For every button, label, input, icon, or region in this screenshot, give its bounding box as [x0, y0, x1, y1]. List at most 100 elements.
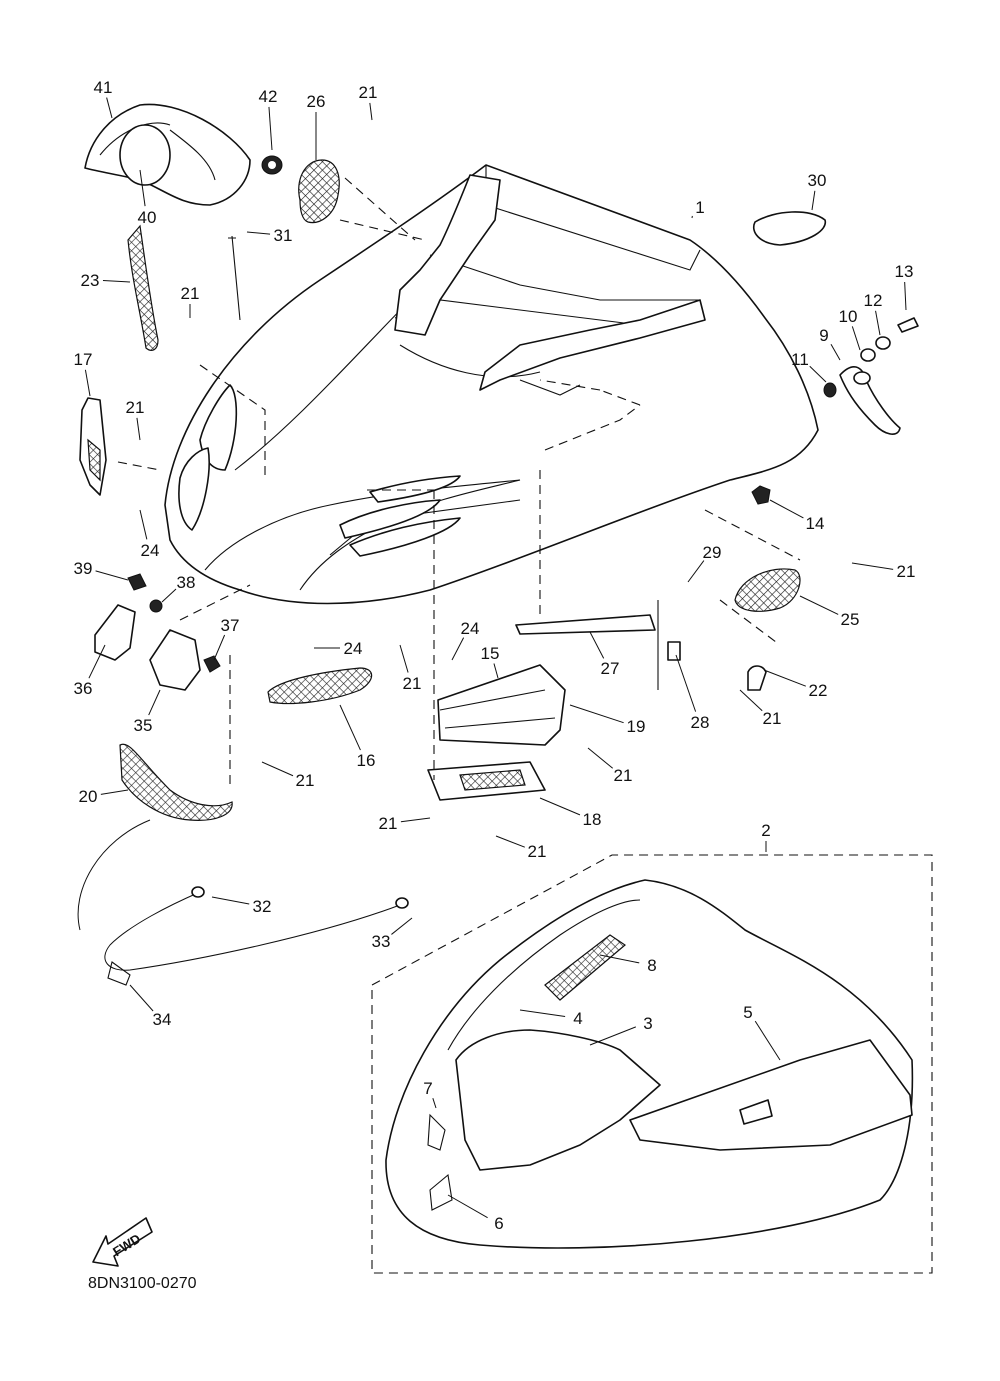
- mesh-lower-part-20: [119, 743, 233, 821]
- callout-10: 10: [839, 307, 861, 351]
- leader-line: [687, 560, 705, 583]
- callout-21: 21: [359, 83, 378, 121]
- callout-14: 14: [769, 499, 824, 533]
- air-duct-part-15: [437, 664, 566, 746]
- callout-number: 3: [643, 1014, 652, 1033]
- callout-36: 36: [74, 644, 106, 698]
- callout-31: 31: [246, 226, 292, 245]
- callout-number: 29: [703, 543, 722, 562]
- callout-number: 21: [181, 284, 200, 303]
- callout-number: 28: [691, 713, 710, 732]
- leader-line: [493, 663, 499, 679]
- callout-2: 2: [761, 821, 771, 852]
- leader-line: [268, 106, 273, 151]
- callout-number: 21: [359, 83, 378, 102]
- callout-15: 15: [481, 644, 499, 679]
- leader-line: [763, 669, 806, 687]
- callout-6: 6: [447, 1194, 504, 1233]
- callout-number: 20: [79, 787, 98, 806]
- leader-line: [904, 281, 907, 311]
- leader-line: [587, 747, 614, 769]
- callout-13: 13: [895, 262, 913, 311]
- callout-26: 26: [307, 92, 326, 160]
- callout-number: 26: [307, 92, 326, 111]
- leader-line: [589, 1026, 637, 1046]
- callout-21: 21: [851, 562, 915, 581]
- top-cowling-part-1: [164, 164, 819, 605]
- leader-line: [830, 344, 841, 361]
- leader-line: [599, 954, 640, 964]
- callout-7: 7: [423, 1079, 437, 1109]
- leader-line: [391, 917, 413, 935]
- leader-line: [875, 310, 881, 336]
- leader-line: [851, 326, 861, 351]
- callout-42: 42: [259, 87, 277, 151]
- leader-line: [399, 644, 409, 673]
- leader-line: [769, 499, 804, 519]
- leader-line: [569, 704, 624, 724]
- callout-number: 19: [627, 717, 646, 736]
- clip-part-22: [747, 665, 767, 691]
- callout-24: 24: [314, 639, 362, 658]
- callout-5: 5: [743, 1003, 781, 1061]
- callout-34: 34: [129, 984, 172, 1029]
- leader-line: [851, 562, 894, 570]
- leader-line: [447, 1194, 488, 1219]
- callout-29: 29: [687, 543, 722, 583]
- leader-line: [139, 169, 146, 207]
- stay-part-9: [839, 366, 901, 435]
- grab-cover-part-40-41: [84, 103, 251, 206]
- callout-number: 41: [94, 78, 113, 97]
- callout-number: 25: [841, 610, 860, 629]
- callout-41: 41: [94, 78, 113, 119]
- callout-number: 35: [134, 716, 153, 735]
- callout-number: 18: [583, 810, 602, 829]
- callout-number: 5: [743, 1003, 752, 1022]
- leader-line: [129, 984, 154, 1012]
- clip-part-28: [667, 641, 681, 661]
- callout-number: 33: [372, 932, 391, 951]
- callout-1: 1: [691, 198, 705, 219]
- callout-21: 21: [739, 689, 781, 728]
- callout-number: 34: [153, 1010, 172, 1029]
- callout-number: 8: [647, 956, 656, 975]
- callout-18: 18: [539, 797, 602, 829]
- callout-17: 17: [74, 350, 92, 397]
- leader-line: [799, 595, 839, 615]
- leader-line: [246, 231, 271, 235]
- grommet-part-42: [261, 155, 283, 175]
- leader-line: [213, 634, 226, 661]
- assembly-box-part-2: [371, 854, 933, 1274]
- leader-line: [136, 417, 141, 441]
- bracket-part-36: [94, 604, 136, 661]
- leader-line: [211, 896, 250, 905]
- callout-number: 39: [74, 559, 93, 578]
- collar-part-11: [823, 382, 837, 398]
- callout-8: 8: [599, 954, 657, 975]
- callout-24: 24: [451, 619, 479, 661]
- washer-part-12: [875, 336, 891, 350]
- fwd-arrow-icon: FWD: [92, 1217, 153, 1267]
- callout-32: 32: [211, 896, 272, 916]
- callout-number: 32: [253, 897, 272, 916]
- callout-21: 21: [126, 398, 144, 441]
- strip-part-27: [515, 614, 656, 635]
- callout-28: 28: [675, 654, 710, 732]
- callout-number: 38: [177, 573, 196, 592]
- nut-part-37: [203, 655, 221, 673]
- callout-27: 27: [589, 631, 619, 678]
- callout-21: 21: [181, 284, 200, 318]
- leader-line: [539, 797, 581, 816]
- leader-line: [754, 1020, 781, 1061]
- callout-number: 21: [528, 842, 547, 861]
- nut-part-14: [751, 485, 771, 505]
- leader-line: [369, 102, 373, 121]
- gasket-part-30: [753, 211, 826, 246]
- callout-35: 35: [134, 689, 161, 735]
- leader-line: [432, 1098, 437, 1109]
- leader-line: [675, 654, 697, 712]
- callout-9: 9: [819, 326, 841, 361]
